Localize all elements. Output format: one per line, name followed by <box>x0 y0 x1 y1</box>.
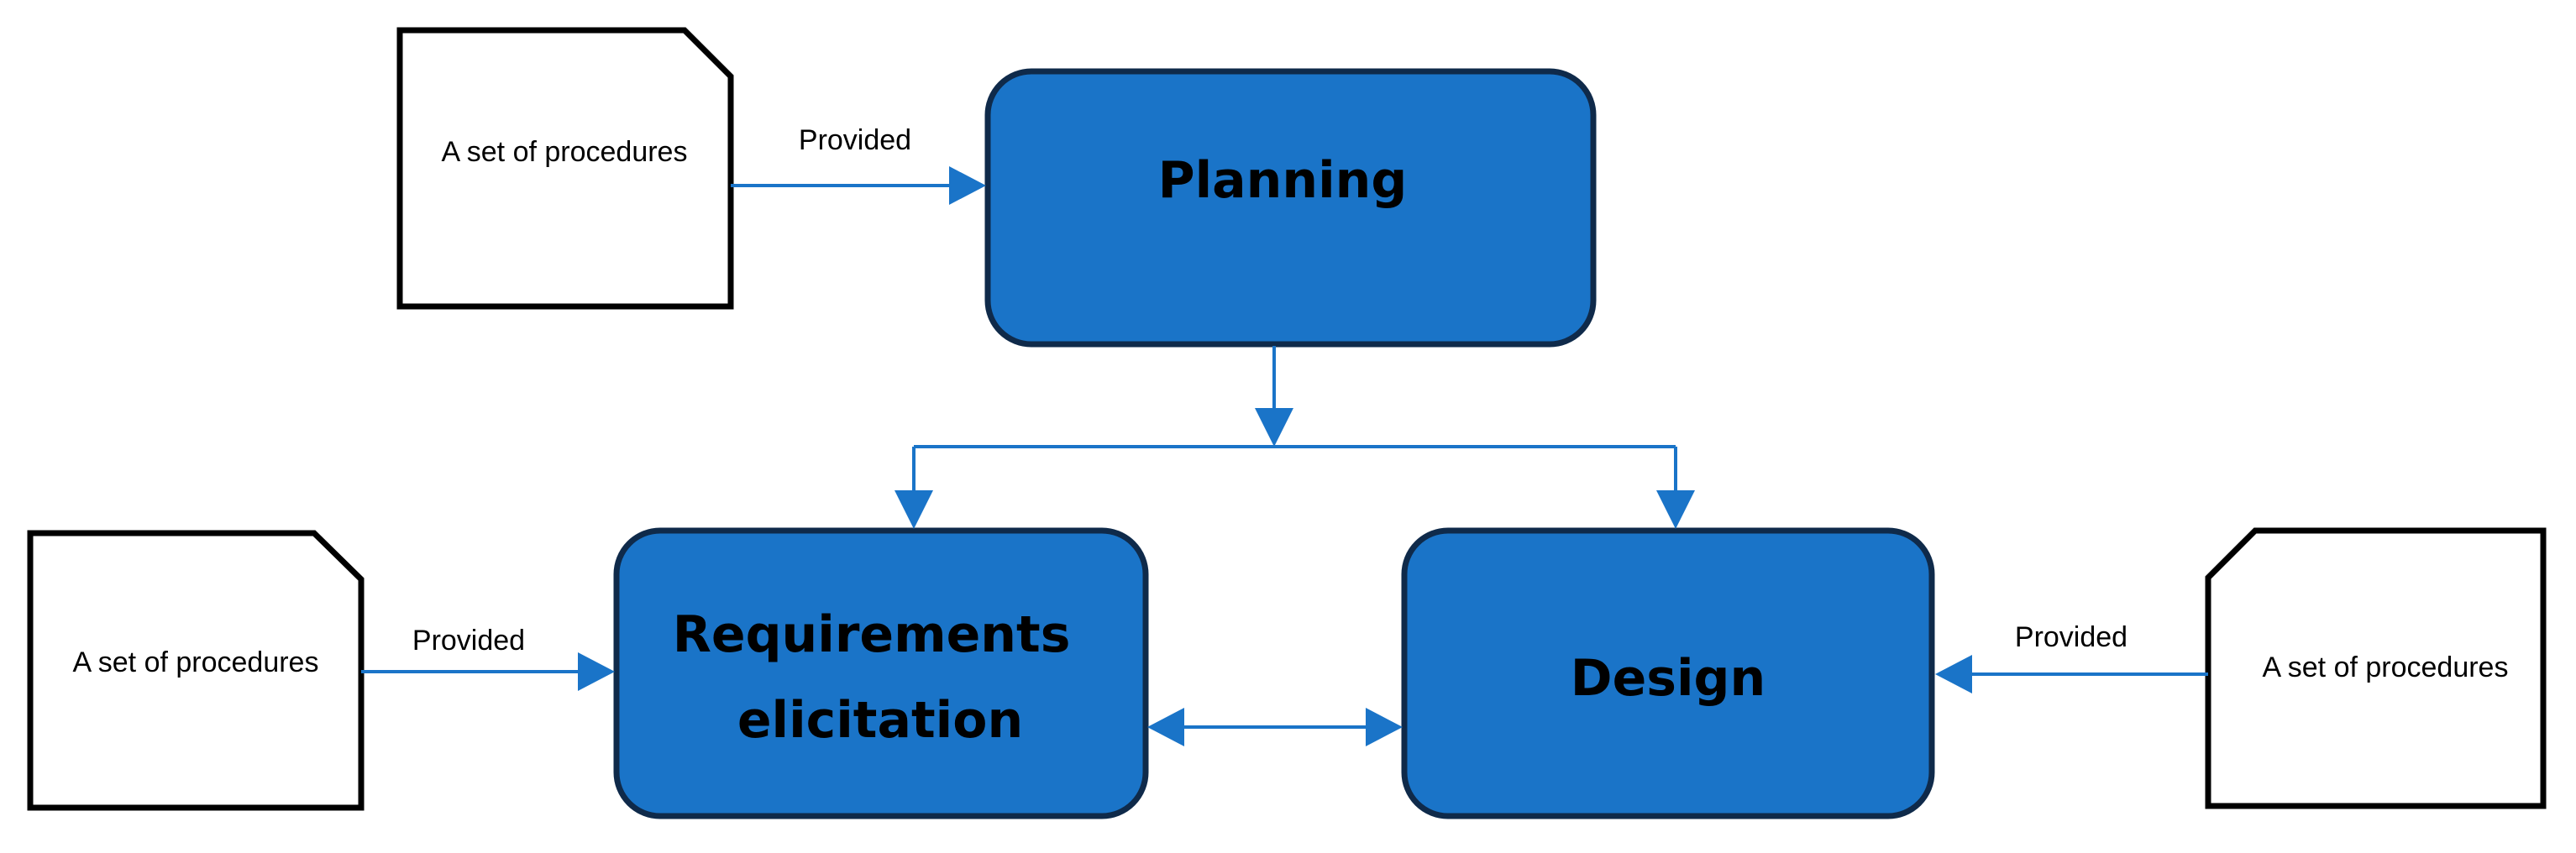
arrowhead-right-icon <box>1366 708 1403 746</box>
edge-planning-split <box>895 346 1695 529</box>
edge-requirements-design-bidirectional <box>1147 708 1403 746</box>
arrowhead-down-icon <box>895 490 933 529</box>
edge-right-doc-label: Provided <box>2015 621 2127 653</box>
requirements-elicitation-node: Requirements elicitation <box>613 527 1149 819</box>
edge-left-doc-label: Provided <box>412 625 525 657</box>
arrowhead-down-icon <box>1656 490 1695 529</box>
arrowhead-left-icon <box>1935 655 1972 693</box>
requirements-elicitation-line1: Requirements <box>673 605 1071 664</box>
document-top: A set of procedures <box>396 27 734 310</box>
requirements-elicitation-line2: elicitation <box>737 691 1023 750</box>
document-right-shape <box>2205 527 2547 809</box>
edge-left-doc-to-requirements: Provided <box>361 625 615 691</box>
arrowhead-down-icon <box>1255 408 1293 447</box>
document-left-shape <box>27 530 365 811</box>
edge-top-doc-to-planning: Provided <box>731 124 986 205</box>
document-left: A set of procedures <box>27 530 365 811</box>
document-left-label: A set of procedures <box>73 646 319 678</box>
arrowhead-left-icon <box>1147 708 1184 746</box>
design-node: Design <box>1401 527 1935 819</box>
requirements-elicitation-label: Requirements elicitation <box>673 605 1089 750</box>
planning-node: Planning <box>984 68 1597 348</box>
planning-box <box>984 68 1597 348</box>
edge-right-doc-to-design: Provided <box>1935 621 2208 693</box>
document-right-label: A set of procedures <box>2263 652 2509 683</box>
document-top-label: A set of procedures <box>442 136 688 168</box>
design-box <box>1401 527 1935 819</box>
arrowhead-right-icon <box>578 652 615 691</box>
document-top-shape <box>396 27 734 310</box>
design-label: Design <box>1571 649 1765 708</box>
requirements-elicitation-box <box>613 527 1149 819</box>
document-right: A set of procedures <box>2205 527 2547 809</box>
edge-top-doc-label: Provided <box>799 124 911 156</box>
arrowhead-right-icon <box>949 166 986 205</box>
planning-label: Planning <box>1158 151 1408 210</box>
